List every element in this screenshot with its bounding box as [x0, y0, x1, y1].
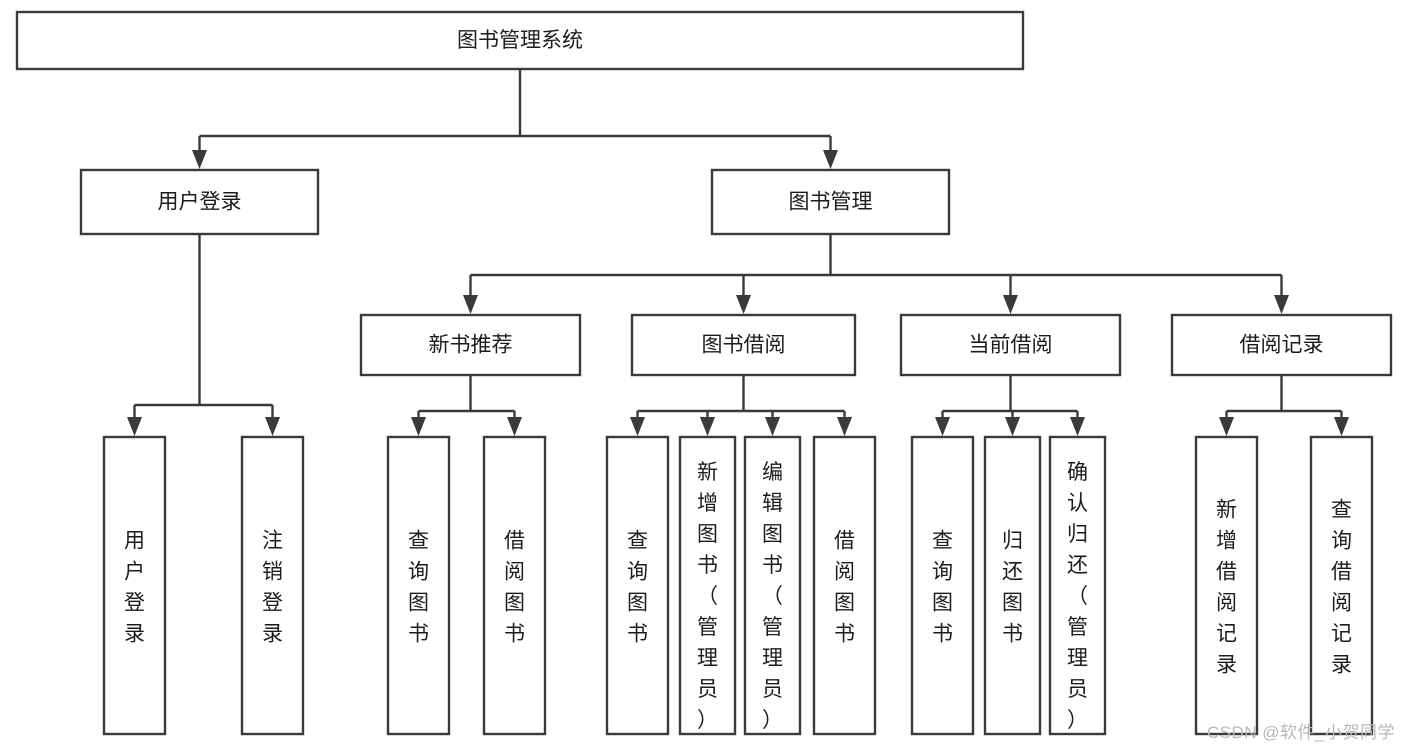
node-box-leaf-edit-book-admin [743, 435, 802, 736]
node-label-new-book-recommend: 新书推荐 [429, 334, 513, 357]
node-label-leaf-edit-book-admin: 编辑图书（管理员） [762, 461, 783, 732]
node-label-leaf-add-borrow-record: 新增借阅记录 [1216, 499, 1237, 677]
node-current-borrow[interactable]: 当前借阅 [899, 313, 1122, 377]
node-label-leaf-confirm-return-admin: 确认归还（管理员） [1067, 461, 1088, 732]
node-box-borrow-record [1170, 313, 1393, 377]
node-box-book-manage [710, 168, 951, 236]
arrowhead-book-borrow [736, 295, 751, 314]
node-box-leaf-query-book-current [910, 435, 975, 736]
node-label-leaf-user-login: 用户登录 [124, 530, 145, 646]
arrowhead-new-book-recommend [463, 295, 478, 314]
csdn-watermark: CSDN @软件_小贺同学 [1206, 723, 1395, 742]
node-leaf-add-borrow-record[interactable]: 新增借阅记录 [1194, 435, 1259, 736]
arrowhead-leaf-borrow-book-recommend [507, 417, 522, 436]
node-label-leaf-return-book: 归还图书 [1002, 530, 1023, 646]
arrowhead-leaf-query-book-recommend [411, 417, 426, 436]
node-label-user-login: 用户登录 [158, 191, 242, 214]
node-leaf-query-book-recommend[interactable]: 查询图书 [386, 435, 451, 736]
arrowhead-leaf-query-book-borrow [630, 417, 645, 436]
node-box-new-book-recommend [359, 313, 582, 377]
node-box-current-borrow [899, 313, 1122, 377]
node-box-leaf-borrow-book-recommend [482, 435, 547, 736]
node-user-login[interactable]: 用户登录 [79, 168, 320, 236]
arrowhead-current-borrow [1003, 295, 1018, 314]
arrowhead-leaf-borrow-book [837, 417, 852, 436]
node-label-book-borrow: 图书借阅 [702, 334, 786, 357]
node-box-leaf-add-book-admin [678, 435, 737, 736]
node-box-leaf-query-book-borrow [605, 435, 670, 736]
arrowhead-leaf-edit-book-admin [765, 417, 780, 436]
node-label-book-manage: 图书管理 [789, 191, 873, 214]
arrowhead-leaf-user-login [127, 417, 142, 436]
node-boxes-layer: 图书管理系统用户登录图书管理新书推荐图书借阅当前借阅借阅记录用户登录注销登录查询… [15, 10, 1393, 736]
node-box-leaf-query-book-recommend [386, 435, 451, 736]
node-label-leaf-logout-login: 注销登录 [262, 530, 283, 646]
node-label-leaf-query-book-recommend: 查询图书 [408, 530, 429, 646]
node-box-leaf-logout-login [240, 435, 305, 736]
node-borrow-record[interactable]: 借阅记录 [1170, 313, 1393, 377]
arrowhead-leaf-add-book-admin [700, 417, 715, 436]
node-root[interactable]: 图书管理系统 [15, 10, 1025, 71]
node-leaf-borrow-book[interactable]: 借阅图书 [812, 435, 877, 736]
node-leaf-edit-book-admin[interactable]: 编辑图书（管理员） [743, 435, 802, 736]
arrowhead-book-manage [823, 150, 838, 169]
arrowhead-leaf-query-borrow-record [1334, 417, 1349, 436]
node-box-leaf-add-borrow-record [1194, 435, 1259, 736]
arrowhead-leaf-return-book [1005, 417, 1020, 436]
node-box-leaf-borrow-book [812, 435, 877, 736]
node-box-leaf-return-book [983, 435, 1042, 736]
node-label-root: 图书管理系统 [457, 29, 583, 52]
node-box-leaf-confirm-return-admin [1048, 435, 1107, 736]
connector-lines-layer [127, 69, 1349, 436]
node-leaf-query-book-current[interactable]: 查询图书 [910, 435, 975, 736]
node-leaf-add-book-admin[interactable]: 新增图书（管理员） [678, 435, 737, 736]
node-label-leaf-query-book-current: 查询图书 [932, 530, 953, 646]
arrowhead-borrow-record [1274, 295, 1289, 314]
node-box-leaf-user-login [102, 435, 167, 736]
node-label-leaf-add-book-admin: 新增图书（管理员） [697, 461, 718, 732]
node-leaf-confirm-return-admin[interactable]: 确认归还（管理员） [1048, 435, 1107, 736]
node-label-current-borrow: 当前借阅 [969, 334, 1053, 357]
arrowhead-leaf-query-book-current [935, 417, 950, 436]
node-box-leaf-query-borrow-record [1309, 435, 1374, 736]
node-leaf-return-book[interactable]: 归还图书 [983, 435, 1042, 736]
arrowhead-leaf-logout-login [265, 417, 280, 436]
node-box-user-login [79, 168, 320, 236]
node-label-leaf-borrow-book-recommend: 借阅图书 [504, 530, 525, 646]
arrowhead-leaf-add-borrow-record [1219, 417, 1234, 436]
node-label-borrow-record: 借阅记录 [1240, 334, 1324, 357]
node-book-manage[interactable]: 图书管理 [710, 168, 951, 236]
node-leaf-query-book-borrow[interactable]: 查询图书 [605, 435, 670, 736]
node-label-leaf-query-borrow-record: 查询借阅记录 [1331, 499, 1352, 677]
node-book-borrow[interactable]: 图书借阅 [630, 313, 857, 377]
node-box-root [15, 10, 1025, 71]
node-label-leaf-borrow-book: 借阅图书 [834, 530, 855, 646]
node-leaf-borrow-book-recommend[interactable]: 借阅图书 [482, 435, 547, 736]
node-leaf-user-login[interactable]: 用户登录 [102, 435, 167, 736]
node-box-book-borrow [630, 313, 857, 377]
node-leaf-logout-login[interactable]: 注销登录 [240, 435, 305, 736]
node-new-book-recommend[interactable]: 新书推荐 [359, 313, 582, 377]
node-label-leaf-query-book-borrow: 查询图书 [627, 530, 648, 646]
node-leaf-query-borrow-record[interactable]: 查询借阅记录 [1309, 435, 1374, 736]
arrowhead-user-login [192, 150, 207, 169]
arrowhead-leaf-confirm-return-admin [1070, 417, 1085, 436]
